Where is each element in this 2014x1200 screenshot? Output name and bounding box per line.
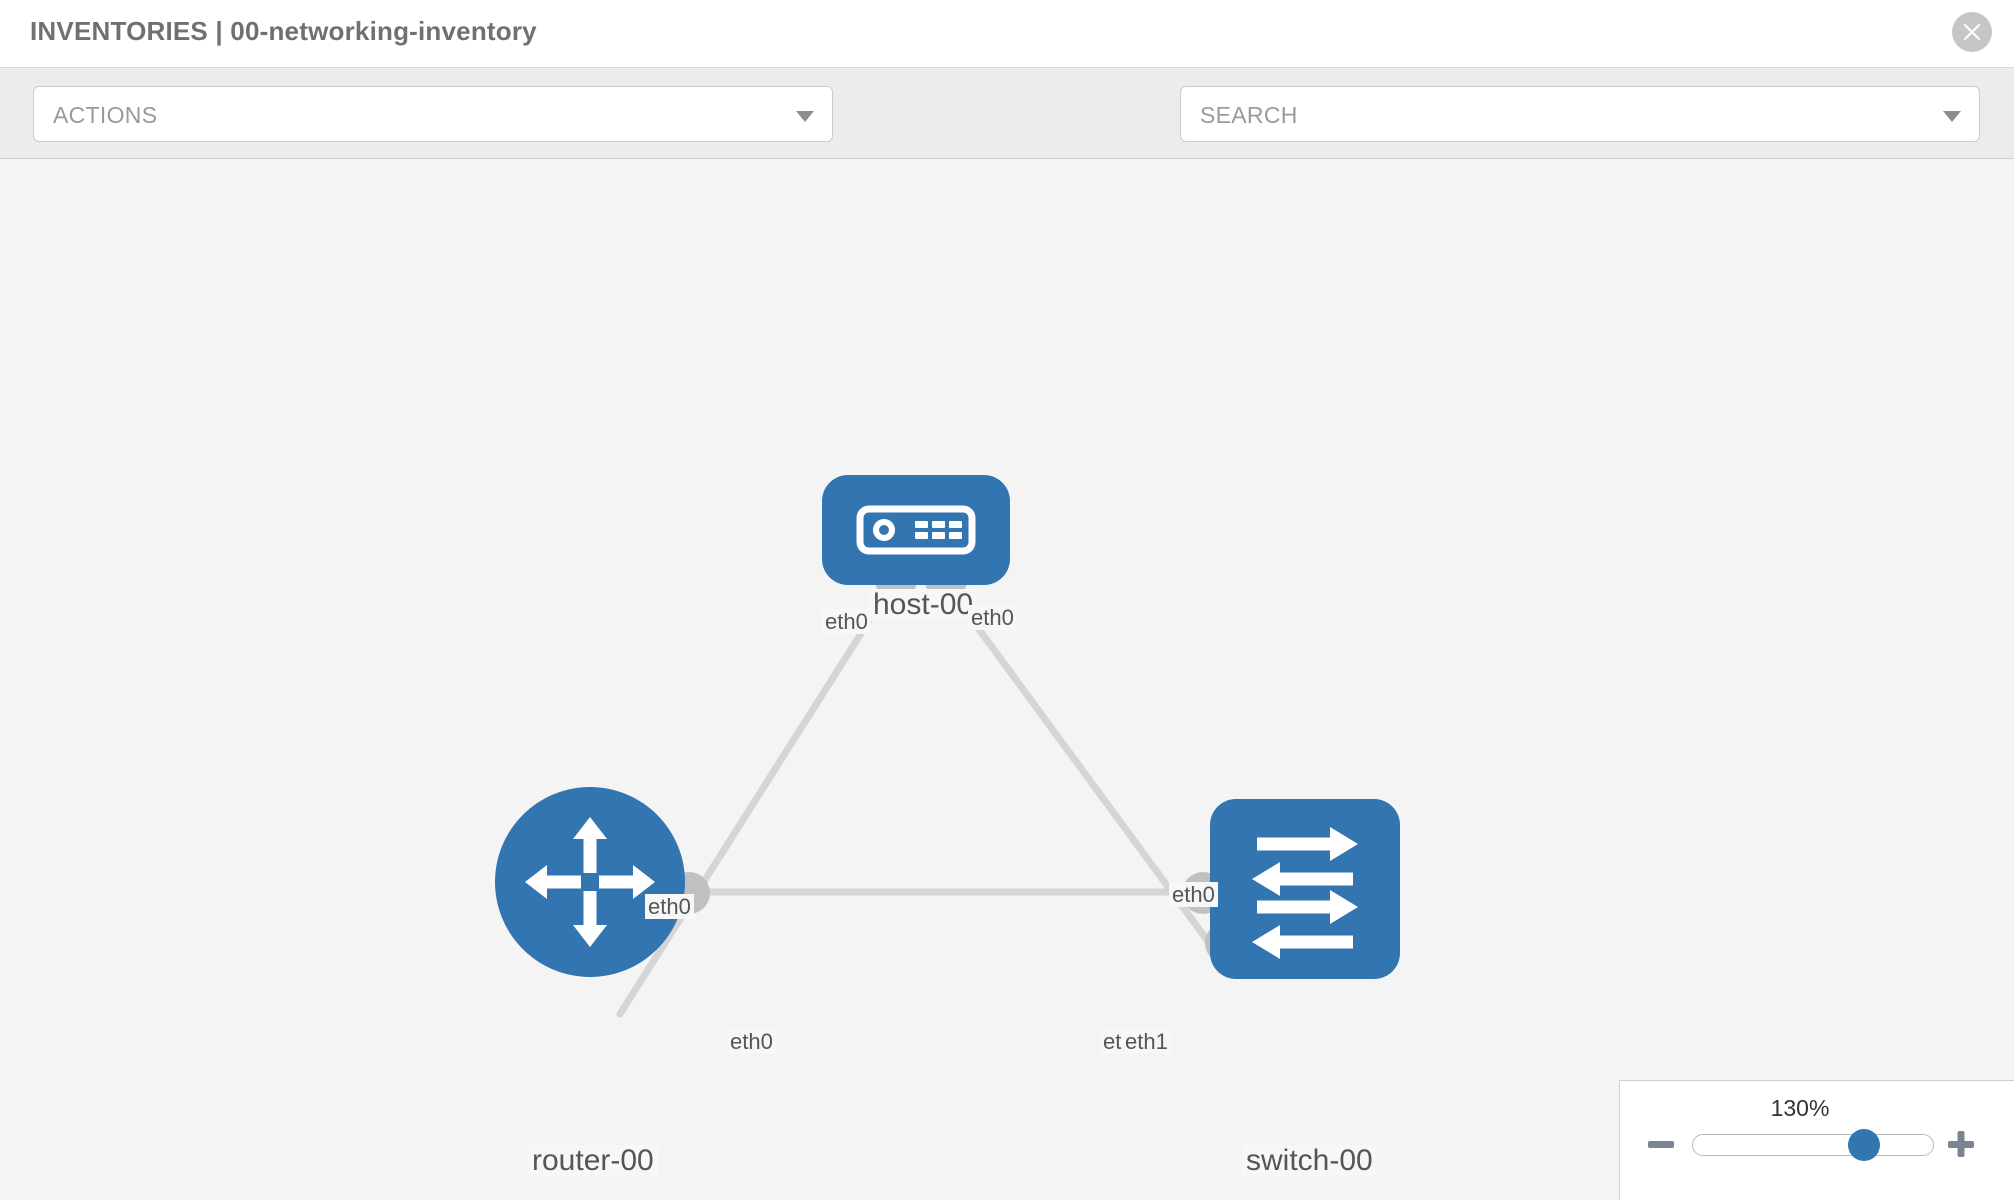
toolbar: ACTIONS SEARCH bbox=[0, 68, 2014, 194]
minus-icon[interactable] bbox=[1644, 1127, 1678, 1161]
actions-dropdown-label: ACTIONS bbox=[53, 102, 158, 128]
node-label-host-00: host-00 bbox=[869, 589, 978, 621]
zoom-slider-thumb[interactable] bbox=[1848, 1129, 1880, 1161]
edge-label-host-left: eth0 bbox=[822, 609, 871, 635]
node-host-00[interactable] bbox=[822, 475, 1010, 585]
chevron-down-icon[interactable] bbox=[1943, 111, 1961, 122]
title-bar: INVENTORIES | 00-networking-inventory bbox=[0, 0, 2014, 68]
node-router-00[interactable] bbox=[495, 787, 685, 977]
topology-canvas[interactable]: host-00 router-00 switch-00 eth0 eth0 et… bbox=[0, 159, 2014, 1200]
chevron-down-icon bbox=[796, 111, 814, 122]
close-icon[interactable] bbox=[1952, 12, 1992, 52]
search-input[interactable]: SEARCH bbox=[1180, 86, 1980, 142]
edge-label-router-right: eth0 bbox=[727, 1029, 776, 1055]
zoom-level-value: 130% bbox=[1770, 1095, 1830, 1121]
edge-label-router-upper: eth0 bbox=[645, 894, 694, 920]
node-label-switch-00: switch-00 bbox=[1242, 1145, 1377, 1177]
edge-label-switch-left: eth1 bbox=[1122, 1029, 1171, 1055]
zoom-control-panel: 130% bbox=[1619, 1080, 2014, 1200]
node-switch-00[interactable] bbox=[1210, 799, 1400, 979]
edge-host-switch bbox=[941, 579, 1236, 978]
search-input-placeholder: SEARCH bbox=[1200, 102, 1298, 128]
edge-label-host-right: eth0 bbox=[968, 605, 1017, 631]
edge-label-switch-upper: eth0 bbox=[1169, 882, 1218, 908]
topology-edges bbox=[616, 579, 1236, 1018]
plus-icon[interactable] bbox=[1944, 1127, 1978, 1161]
actions-dropdown[interactable]: ACTIONS bbox=[33, 86, 833, 142]
zoom-slider-track[interactable] bbox=[1692, 1134, 1934, 1156]
node-label-router-00: router-00 bbox=[528, 1145, 658, 1177]
edge-host-router bbox=[616, 579, 897, 1018]
page-title: INVENTORIES | 00-networking-inventory bbox=[30, 16, 537, 46]
